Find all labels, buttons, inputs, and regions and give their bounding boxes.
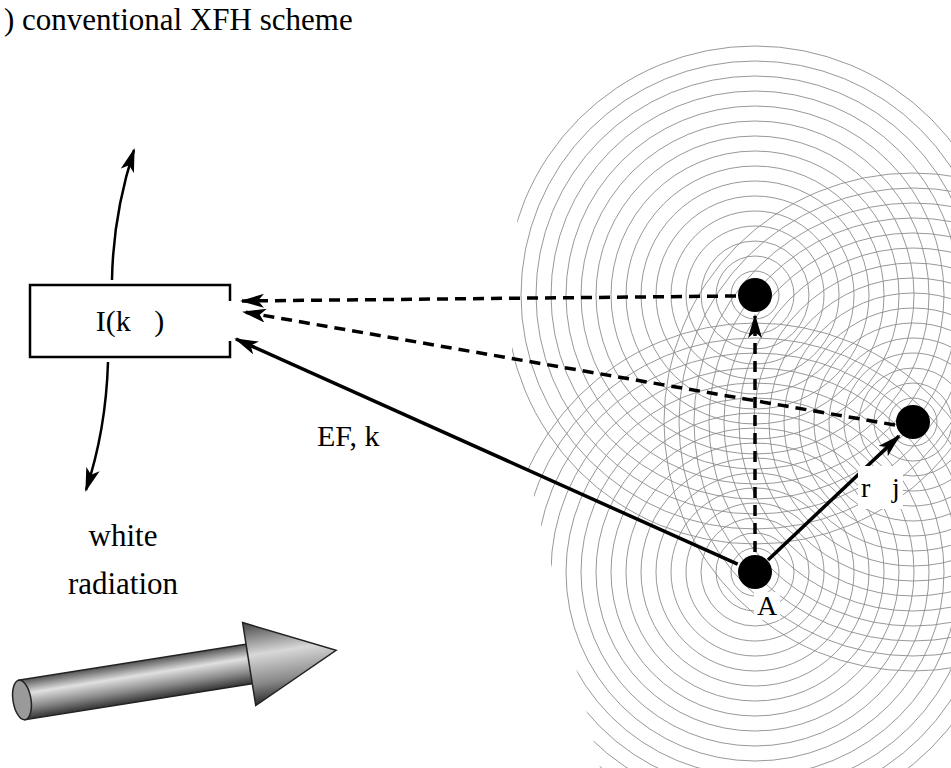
wave-ring — [814, 323, 951, 521]
scattered-paths — [242, 296, 895, 552]
detector-box: I(k⃗) — [30, 285, 230, 357]
atom-label: A — [754, 592, 780, 620]
atom-node: A — [736, 553, 774, 591]
scatter-atom — [738, 278, 772, 312]
wave-ring — [521, 61, 951, 529]
detector-frame — [30, 285, 230, 357]
wave-ring — [536, 353, 951, 768]
wave-ring — [506, 323, 951, 768]
wave-ring — [566, 106, 944, 484]
atom-dot — [738, 555, 772, 589]
vector-label: r⃗j — [858, 466, 903, 509]
atom-symbol — [736, 553, 774, 591]
beam-label: white radiation — [48, 512, 198, 608]
wave-ring — [709, 218, 951, 626]
wave-ring — [694, 203, 951, 641]
detector-body: I(k⃗) — [30, 285, 230, 357]
wave-ring — [754, 263, 951, 581]
motion-arrow — [86, 362, 108, 490]
incident-path — [236, 339, 738, 564]
scatter-atom — [896, 405, 930, 439]
wave-ring — [679, 188, 951, 656]
wave-ring — [551, 368, 951, 768]
figure-title: ) conventional XFH scheme — [4, 2, 353, 38]
wave-ring — [769, 278, 951, 566]
motion-arrow — [112, 150, 134, 280]
wave-ring — [664, 173, 951, 671]
beam-arrow — [7, 609, 343, 743]
wave-ring — [626, 443, 884, 701]
edge-label: EF, k⃗ — [314, 419, 406, 453]
wave-ring — [611, 151, 899, 439]
wave-ring — [581, 398, 929, 746]
wave-ring — [731, 271, 779, 319]
wave-fronts — [506, 46, 951, 768]
detector-label: I(k⃗) — [96, 304, 164, 338]
wave-ring — [521, 338, 951, 768]
wave-ring — [739, 248, 951, 596]
